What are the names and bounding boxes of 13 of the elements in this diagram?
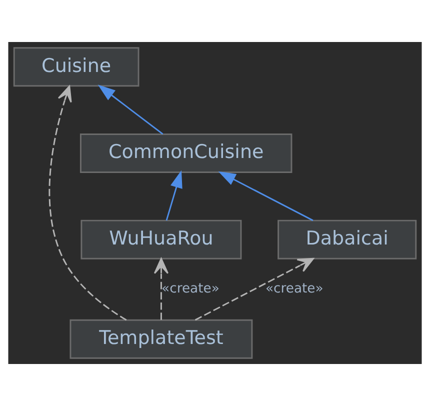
edge-label: «create» <box>265 282 324 297</box>
arrow <box>218 171 314 222</box>
arrow <box>48 86 127 321</box>
node-box: TemplateTest <box>70 319 253 359</box>
node-box: WuHuaRou <box>80 220 242 260</box>
arrow <box>98 84 164 135</box>
arrow <box>194 258 314 321</box>
node-box: Dabaicai <box>278 220 417 260</box>
arrow <box>166 170 182 221</box>
node-box: CommonCuisine <box>80 133 292 173</box>
arrow <box>154 258 169 320</box>
node-box: Cuisine <box>13 47 140 87</box>
edge-label: «create» <box>162 282 220 297</box>
